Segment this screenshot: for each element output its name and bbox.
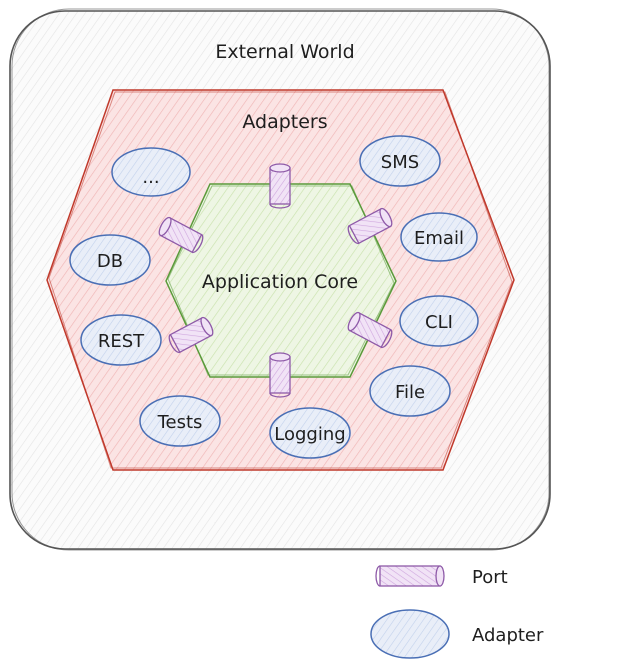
legend-adapter-label: Adapter: [472, 625, 544, 646]
port: [269, 352, 291, 398]
port: [168, 316, 214, 354]
adapter-label: DB: [97, 251, 123, 272]
port: [158, 216, 204, 254]
adapter-label: Logging: [274, 424, 345, 445]
adapter-sms: SMS: [359, 135, 441, 187]
adapter-file: File: [369, 365, 451, 417]
legend-port-label: Port: [472, 567, 508, 588]
legend: Port Adapter: [370, 565, 544, 659]
adapter-more: ...: [111, 147, 191, 197]
adapter-label: ...: [142, 167, 159, 188]
port: [347, 207, 393, 245]
external-world-label: External World: [215, 41, 354, 63]
adapter-label: File: [395, 382, 425, 403]
adapter-label: Tests: [157, 412, 203, 433]
adapter-label: CLI: [425, 312, 453, 333]
adapter-label: REST: [98, 331, 145, 352]
adapter-email: Email: [400, 212, 478, 262]
adapter-label: SMS: [381, 152, 419, 173]
adapter-cli: CLI: [399, 295, 479, 347]
adapter-label: Email: [414, 228, 464, 249]
application-core-hexagon: [165, 183, 397, 378]
port: [269, 163, 291, 209]
legend-adapter-icon: [370, 609, 450, 659]
legend-port-icon: [375, 565, 445, 587]
adapter-logging: Logging: [269, 407, 351, 459]
port: [347, 311, 393, 349]
adapter-db: DB: [69, 234, 151, 286]
application-core-label: Application Core: [202, 271, 358, 293]
adapter-tests: Tests: [139, 395, 221, 447]
adapter-rest: REST: [80, 314, 162, 366]
adapters-label: Adapters: [242, 111, 327, 133]
